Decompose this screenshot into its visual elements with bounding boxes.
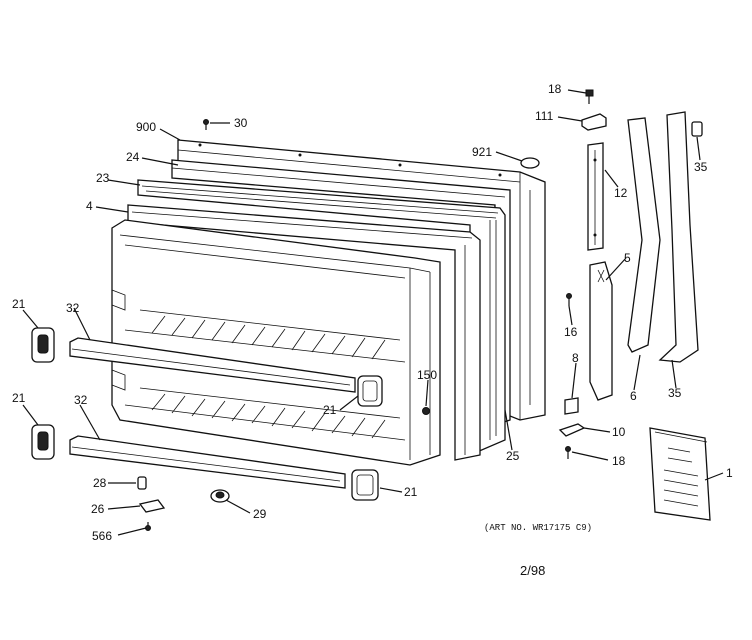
door-gasket <box>137 179 506 456</box>
literature-booklet <box>649 427 711 521</box>
rail-end-cap-mid <box>357 375 383 407</box>
lower-shelf-ribs <box>151 393 386 439</box>
rail-end-cap-bottom <box>351 469 379 501</box>
hinge-bracket-10 <box>558 423 586 437</box>
label-1: 1 <box>726 466 733 480</box>
rail-end-cap-left-lower <box>31 424 55 460</box>
part-566 <box>145 522 151 531</box>
label-566: 566 <box>92 529 112 543</box>
label-900: 900 <box>136 120 156 134</box>
label-150: 150 <box>417 368 437 382</box>
label-28: 28 <box>93 476 107 490</box>
hinge-pin-top <box>585 89 594 104</box>
label-21-bottom: 21 <box>404 485 418 499</box>
bin-rail-upper <box>69 337 356 393</box>
part-labels: 18 111 900 30 921 12 35 24 23 4 5 21 32 … <box>12 82 733 543</box>
screw-16 <box>566 293 572 306</box>
label-4: 4 <box>86 199 93 213</box>
bracket-8 <box>564 397 579 415</box>
leader-lines <box>22 89 724 536</box>
label-21-left-top: 21 <box>12 297 26 311</box>
part-28 <box>137 476 147 490</box>
label-921: 921 <box>472 145 492 159</box>
label-6: 6 <box>630 389 637 403</box>
upper-shelf-ribs <box>151 315 386 360</box>
date-code: 2/98 <box>520 563 545 578</box>
label-18-top: 18 <box>548 82 562 96</box>
part-26 <box>138 499 166 513</box>
label-5: 5 <box>624 251 631 265</box>
label-21-left-bottom: 21 <box>12 391 26 405</box>
handle-cover-5 <box>589 261 613 401</box>
handle-mount-strip-12 <box>587 142 604 251</box>
screw-150 <box>422 407 430 415</box>
plug-921 <box>520 157 540 169</box>
hinge-bracket-111 <box>581 113 607 131</box>
label-32-top: 32 <box>66 301 80 315</box>
label-18-bottom: 18 <box>612 454 626 468</box>
label-35-top: 35 <box>694 160 708 174</box>
label-24: 24 <box>126 150 140 164</box>
label-29: 29 <box>253 507 267 521</box>
label-16: 16 <box>564 325 578 339</box>
handle-end-cap-35 <box>691 121 703 137</box>
screw-30 <box>203 119 209 130</box>
label-12: 12 <box>614 186 628 200</box>
label-8: 8 <box>572 351 579 365</box>
screw-18-bottom <box>565 446 571 459</box>
label-111: 111 <box>535 109 554 123</box>
label-10: 10 <box>612 425 626 439</box>
art-number: (ART NO. WR17175 C9) <box>484 523 592 533</box>
label-35-bottom: 35 <box>668 386 682 400</box>
part-29 <box>210 489 230 503</box>
bin-rail-lower <box>69 435 346 489</box>
label-26: 26 <box>91 502 105 516</box>
handle-bar-6 <box>627 117 661 353</box>
rail-end-cap-left-upper <box>31 327 55 363</box>
handle-bar-35 <box>658 111 699 363</box>
label-23: 23 <box>96 171 110 185</box>
label-21-mid: 21 <box>323 403 337 417</box>
door-liner-bins <box>111 219 441 466</box>
label-32-bottom: 32 <box>74 393 88 407</box>
door-inner-liner <box>127 204 481 461</box>
label-30: 30 <box>234 116 248 130</box>
label-25: 25 <box>506 449 520 463</box>
